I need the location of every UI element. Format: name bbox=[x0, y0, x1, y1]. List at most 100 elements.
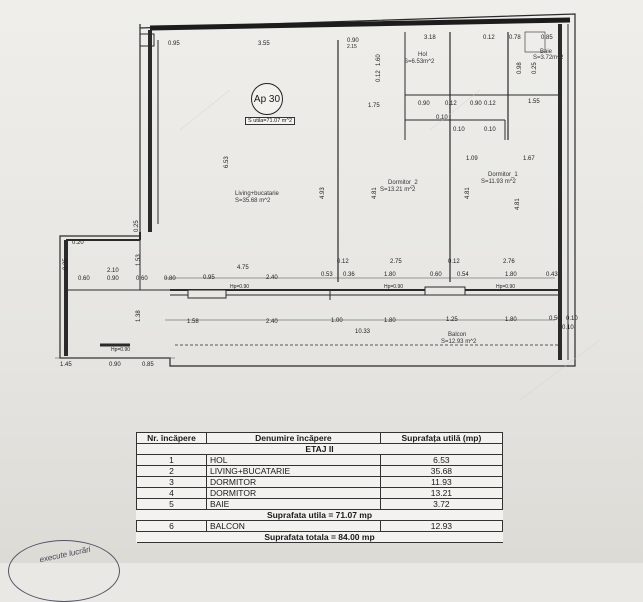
header-name: Denumire încăpere bbox=[205, 432, 381, 444]
row-name: DORMITOR bbox=[205, 487, 381, 499]
dim-label: 1.80 bbox=[384, 318, 396, 324]
dim-label: 0.85 bbox=[541, 35, 553, 41]
dim-label: 1.67 bbox=[523, 156, 535, 162]
row-nr: 5 bbox=[136, 498, 207, 510]
apartment-label: Ap 30 bbox=[253, 93, 281, 105]
dim-label: 0.36 bbox=[343, 272, 355, 278]
header-area: Suprafața utilă (mp) bbox=[379, 432, 504, 444]
row-area: 6.53 bbox=[379, 454, 504, 466]
subtotal-row: Suprafata utila = 71.07 mp bbox=[136, 509, 503, 521]
dim-label: 0.12 bbox=[337, 259, 349, 265]
dim-label: 1.58 bbox=[187, 319, 199, 325]
dim-label: 0.10 bbox=[562, 325, 574, 331]
dim-label: 0.98 bbox=[517, 62, 523, 74]
row-area: 13.21 bbox=[379, 487, 504, 499]
dim-label: 0.60 bbox=[430, 272, 442, 278]
room-dormitor2-name: Dormitor_2 bbox=[388, 180, 418, 186]
row-name: BALCON bbox=[205, 520, 381, 532]
dim-label: 0.80 bbox=[164, 276, 176, 282]
dim-label: 1.75 bbox=[368, 103, 380, 109]
room-dormitor1-name: Dormitor_1 bbox=[488, 172, 518, 178]
room-dormitor1-area: S=11.93 m^2 bbox=[481, 179, 516, 185]
room-baie-area: S=3.72m^2 bbox=[533, 55, 564, 61]
dim-label: 0.95 bbox=[168, 41, 180, 47]
dim-label: 1.80 bbox=[505, 317, 517, 323]
row-name: LIVING+BUCATARIE bbox=[205, 465, 381, 477]
dim-label: 1.00 bbox=[331, 318, 343, 324]
room-dormitor2-area: S=13.21 m^2 bbox=[380, 187, 416, 193]
row-name: BAIE bbox=[205, 498, 381, 510]
table-row: 5 BAIE 3.72 bbox=[136, 498, 504, 510]
row-nr: 3 bbox=[136, 476, 207, 488]
dim-label: 0.12 bbox=[483, 35, 495, 41]
dim-label: 1.60 bbox=[376, 54, 382, 66]
row-area: 3.72 bbox=[379, 498, 504, 510]
dim-label: 0.95 bbox=[203, 275, 215, 281]
dim-label: 4.93 bbox=[320, 187, 326, 199]
row-area: 11.93 bbox=[379, 476, 504, 488]
floor-plan bbox=[55, 13, 601, 401]
dim-label: 6.53 bbox=[224, 156, 230, 168]
dim-label: 4.81 bbox=[372, 187, 378, 199]
apartment-area-label: S utila=71.07 m^2 bbox=[245, 117, 296, 125]
dim-label: 3.55 bbox=[258, 41, 270, 47]
table-row: 2 LIVING+BUCATARIE 35.68 bbox=[136, 465, 504, 477]
dim-label: 1.09 bbox=[466, 156, 478, 162]
dim-label: 0.90 bbox=[107, 276, 119, 282]
dim-label: 0.90 bbox=[418, 101, 430, 107]
dim-label: 1.80 bbox=[505, 272, 517, 278]
apartment-marker: Ap 30 bbox=[251, 83, 283, 115]
dim-label: 0.85 bbox=[142, 362, 154, 368]
table-row: 3 DORMITOR 11.93 bbox=[136, 476, 504, 488]
dim-label: 2.75 bbox=[390, 259, 402, 265]
total-row: Suprafata totala = 84.00 mp bbox=[136, 531, 503, 543]
row-nr: 6 bbox=[136, 520, 207, 532]
room-living-name: Living+bucatarie bbox=[235, 191, 279, 197]
stamp-text: execute lucrări bbox=[38, 544, 92, 565]
header-nr: Nr. încăpere bbox=[136, 432, 207, 444]
table-header-row: Nr. încăpere Denumire încăpere Suprafața… bbox=[136, 432, 504, 444]
table-level-row: ETAJ II bbox=[136, 443, 503, 455]
room-balcon-name: Balcon bbox=[448, 332, 467, 338]
dim-label: 0.60 bbox=[136, 276, 148, 282]
dim-label: 1.55 bbox=[528, 99, 540, 105]
table-row: 1 HOL 6.53 bbox=[136, 454, 504, 466]
window-height-label: Hp=0.90 bbox=[496, 284, 516, 290]
dim-label: 0.10 bbox=[484, 127, 496, 133]
table-row: 6 BALCON 12.93 bbox=[136, 520, 504, 532]
dim-label: 0.90 bbox=[347, 38, 359, 44]
row-name: DORMITOR bbox=[205, 476, 381, 488]
dim-label: 2.10 bbox=[107, 268, 119, 274]
row-area: 35.68 bbox=[379, 465, 504, 477]
dim-label: 0.12 bbox=[445, 101, 457, 107]
dim-label: 0.78 bbox=[509, 35, 521, 41]
room-hol-name: Hol bbox=[418, 52, 428, 58]
dim-label: 1.80 bbox=[384, 272, 396, 278]
dim-label: 1.38 bbox=[136, 310, 142, 322]
dim-label: 0.25 bbox=[134, 220, 140, 232]
dim-label: 1.45 bbox=[60, 362, 72, 368]
dim-label: 4.81 bbox=[465, 187, 471, 199]
window-height-label: Hp=0.90 bbox=[111, 347, 131, 353]
room-balcon-area: S=12.93 m^2 bbox=[441, 339, 477, 345]
area-table: Nr. încăpere Denumire încăpere Suprafața… bbox=[136, 432, 504, 543]
table-row: 4 DORMITOR 13.21 bbox=[136, 487, 504, 499]
dim-label: 2.40 bbox=[266, 319, 278, 325]
subtotal-label: Suprafata utila = 71.07 mp bbox=[136, 509, 503, 521]
dim-label: 4.81 bbox=[515, 198, 521, 210]
dim-label: 0.53 bbox=[321, 272, 333, 278]
window-height-label: Hp=0.90 bbox=[230, 284, 250, 290]
stamp: execute lucrări bbox=[8, 540, 120, 602]
level-label: ETAJ II bbox=[136, 443, 503, 455]
dim-label: 2.76 bbox=[503, 259, 515, 265]
dim-label: 0.10 bbox=[453, 127, 465, 133]
row-nr: 2 bbox=[136, 465, 207, 477]
dim-label: 0.43 bbox=[546, 272, 558, 278]
room-hol-area: S=6.53m^2 bbox=[404, 59, 435, 65]
dim-label: 0.25 bbox=[532, 62, 538, 74]
dim-label: 0.54 bbox=[457, 272, 469, 278]
dim-label: 0.50 bbox=[549, 316, 561, 322]
dim-label: 0.12 bbox=[484, 101, 496, 107]
room-living-area: S=35.68 m^2 bbox=[235, 198, 271, 204]
